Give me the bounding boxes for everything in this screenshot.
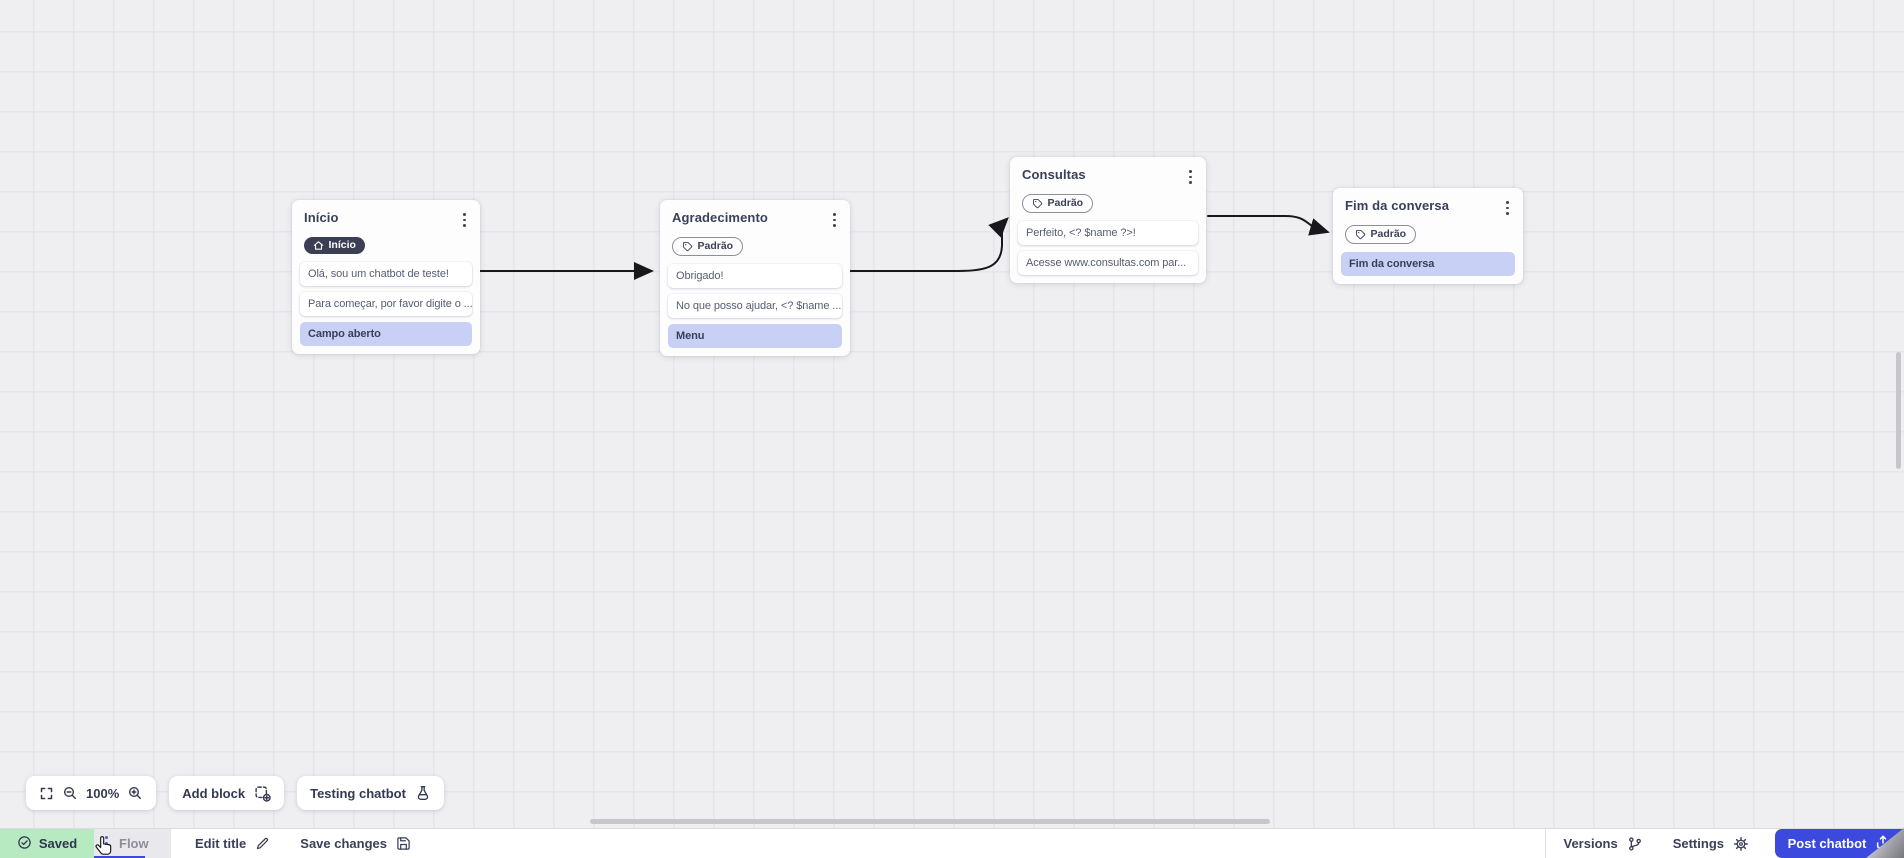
tab-flow[interactable]: Flow: [94, 829, 171, 858]
status-bar: Saved Flow Edit title Save changes Versi…: [0, 828, 1904, 858]
message-row[interactable]: Para começar, por favor digite o ...: [300, 291, 472, 316]
default-badge: Padrão: [672, 236, 744, 256]
node-title: Início: [304, 210, 339, 225]
vertical-scrollbar[interactable]: [1896, 352, 1901, 469]
add-block-button[interactable]: Add block: [169, 776, 285, 810]
default-badge: Padrão: [1022, 193, 1094, 213]
kebab-menu-icon[interactable]: [829, 210, 840, 230]
gear-icon: [1733, 836, 1749, 852]
node-title: Fim da conversa: [1345, 198, 1450, 213]
home-icon: [313, 240, 324, 251]
git-branch-icon: [1627, 836, 1643, 852]
zoom-in-icon[interactable]: [127, 785, 143, 801]
zoom-controls: 100%: [26, 776, 157, 810]
edge-consultas-fim: [1207, 215, 1330, 236]
settings-label: Settings: [1672, 836, 1724, 851]
tag-icon: [1032, 198, 1043, 209]
versions-label: Versions: [1563, 836, 1618, 851]
badge-label: Padrão: [697, 240, 734, 253]
settings-button[interactable]: Settings: [1673, 836, 1749, 852]
flow-tab-label: Flow: [119, 836, 149, 851]
node-title: Consultas: [1022, 167, 1086, 182]
add-block-label: Add block: [182, 785, 246, 801]
save-icon: [396, 836, 411, 851]
tag-icon: [1355, 229, 1366, 240]
badge-label: Padrão: [1047, 197, 1084, 210]
badge-label: Padrão: [1370, 228, 1407, 241]
pencil-icon: [255, 836, 270, 851]
default-badge: Padrão: [1345, 224, 1417, 244]
edit-title-label: Edit title: [195, 836, 247, 851]
add-block-icon: [254, 785, 271, 802]
flow-node-agradecimento[interactable]: Agradecimento Padrão Obrigado! No que po…: [660, 200, 850, 356]
separator: [1544, 829, 1546, 858]
canvas-toolbar: 100% Add block Testing chatbot: [26, 776, 444, 810]
message-row[interactable]: Obrigado!: [668, 263, 842, 288]
end-conversation-row[interactable]: Fim da conversa: [1341, 251, 1515, 276]
drag-handle-icon[interactable]: [105, 836, 108, 851]
zoom-out-icon[interactable]: [62, 785, 78, 801]
active-tab-indicator: [94, 856, 145, 858]
check-circle-icon: [17, 835, 32, 853]
node-title: Agradecimento: [672, 210, 768, 225]
start-badge: Início: [304, 236, 365, 254]
kebab-menu-icon[interactable]: [459, 210, 470, 230]
zoom-level: 100%: [86, 785, 120, 801]
message-row[interactable]: Olá, sou um chatbot de teste!: [300, 261, 472, 286]
kebab-menu-icon[interactable]: [1185, 167, 1196, 187]
tag-icon: [682, 241, 693, 252]
saved-label: Saved: [38, 836, 78, 851]
saved-status-badge: Saved: [0, 829, 94, 858]
edge-agradecimento-consultas: [849, 217, 1009, 272]
open-field-row[interactable]: Campo aberto: [300, 321, 472, 346]
flow-node-inicio[interactable]: Início Início Olá, sou um chatbot de tes…: [292, 200, 480, 354]
testing-chatbot-label: Testing chatbot: [310, 785, 406, 801]
badge-label: Início: [328, 239, 356, 252]
horizontal-scrollbar[interactable]: [590, 819, 1270, 824]
message-row[interactable]: Perfeito, <? $name ?>!: [1018, 220, 1198, 245]
message-row[interactable]: No que posso ajudar, <? $name ...: [668, 293, 842, 318]
kebab-menu-icon[interactable]: [1502, 198, 1513, 218]
fit-screen-icon[interactable]: [39, 786, 54, 801]
testing-chatbot-button[interactable]: Testing chatbot: [297, 776, 444, 810]
edit-title-button[interactable]: Edit title: [195, 836, 270, 851]
message-row[interactable]: Acesse www.consultas.com par...: [1018, 250, 1198, 275]
flow-node-consultas[interactable]: Consultas Padrão Perfeito, <? $name ?>! …: [1010, 157, 1206, 283]
post-chatbot-label: Post chatbot: [1787, 836, 1867, 851]
flask-icon: [415, 785, 431, 801]
flow-node-fim-da-conversa[interactable]: Fim da conversa Padrão Fim da conversa: [1333, 188, 1523, 284]
save-changes-button[interactable]: Save changes: [300, 836, 411, 851]
menu-row[interactable]: Menu: [668, 323, 842, 348]
save-changes-label: Save changes: [300, 836, 387, 851]
status-bar-right: Versions Settings Post chatbot: [1544, 829, 1904, 858]
versions-button[interactable]: Versions: [1564, 836, 1643, 852]
